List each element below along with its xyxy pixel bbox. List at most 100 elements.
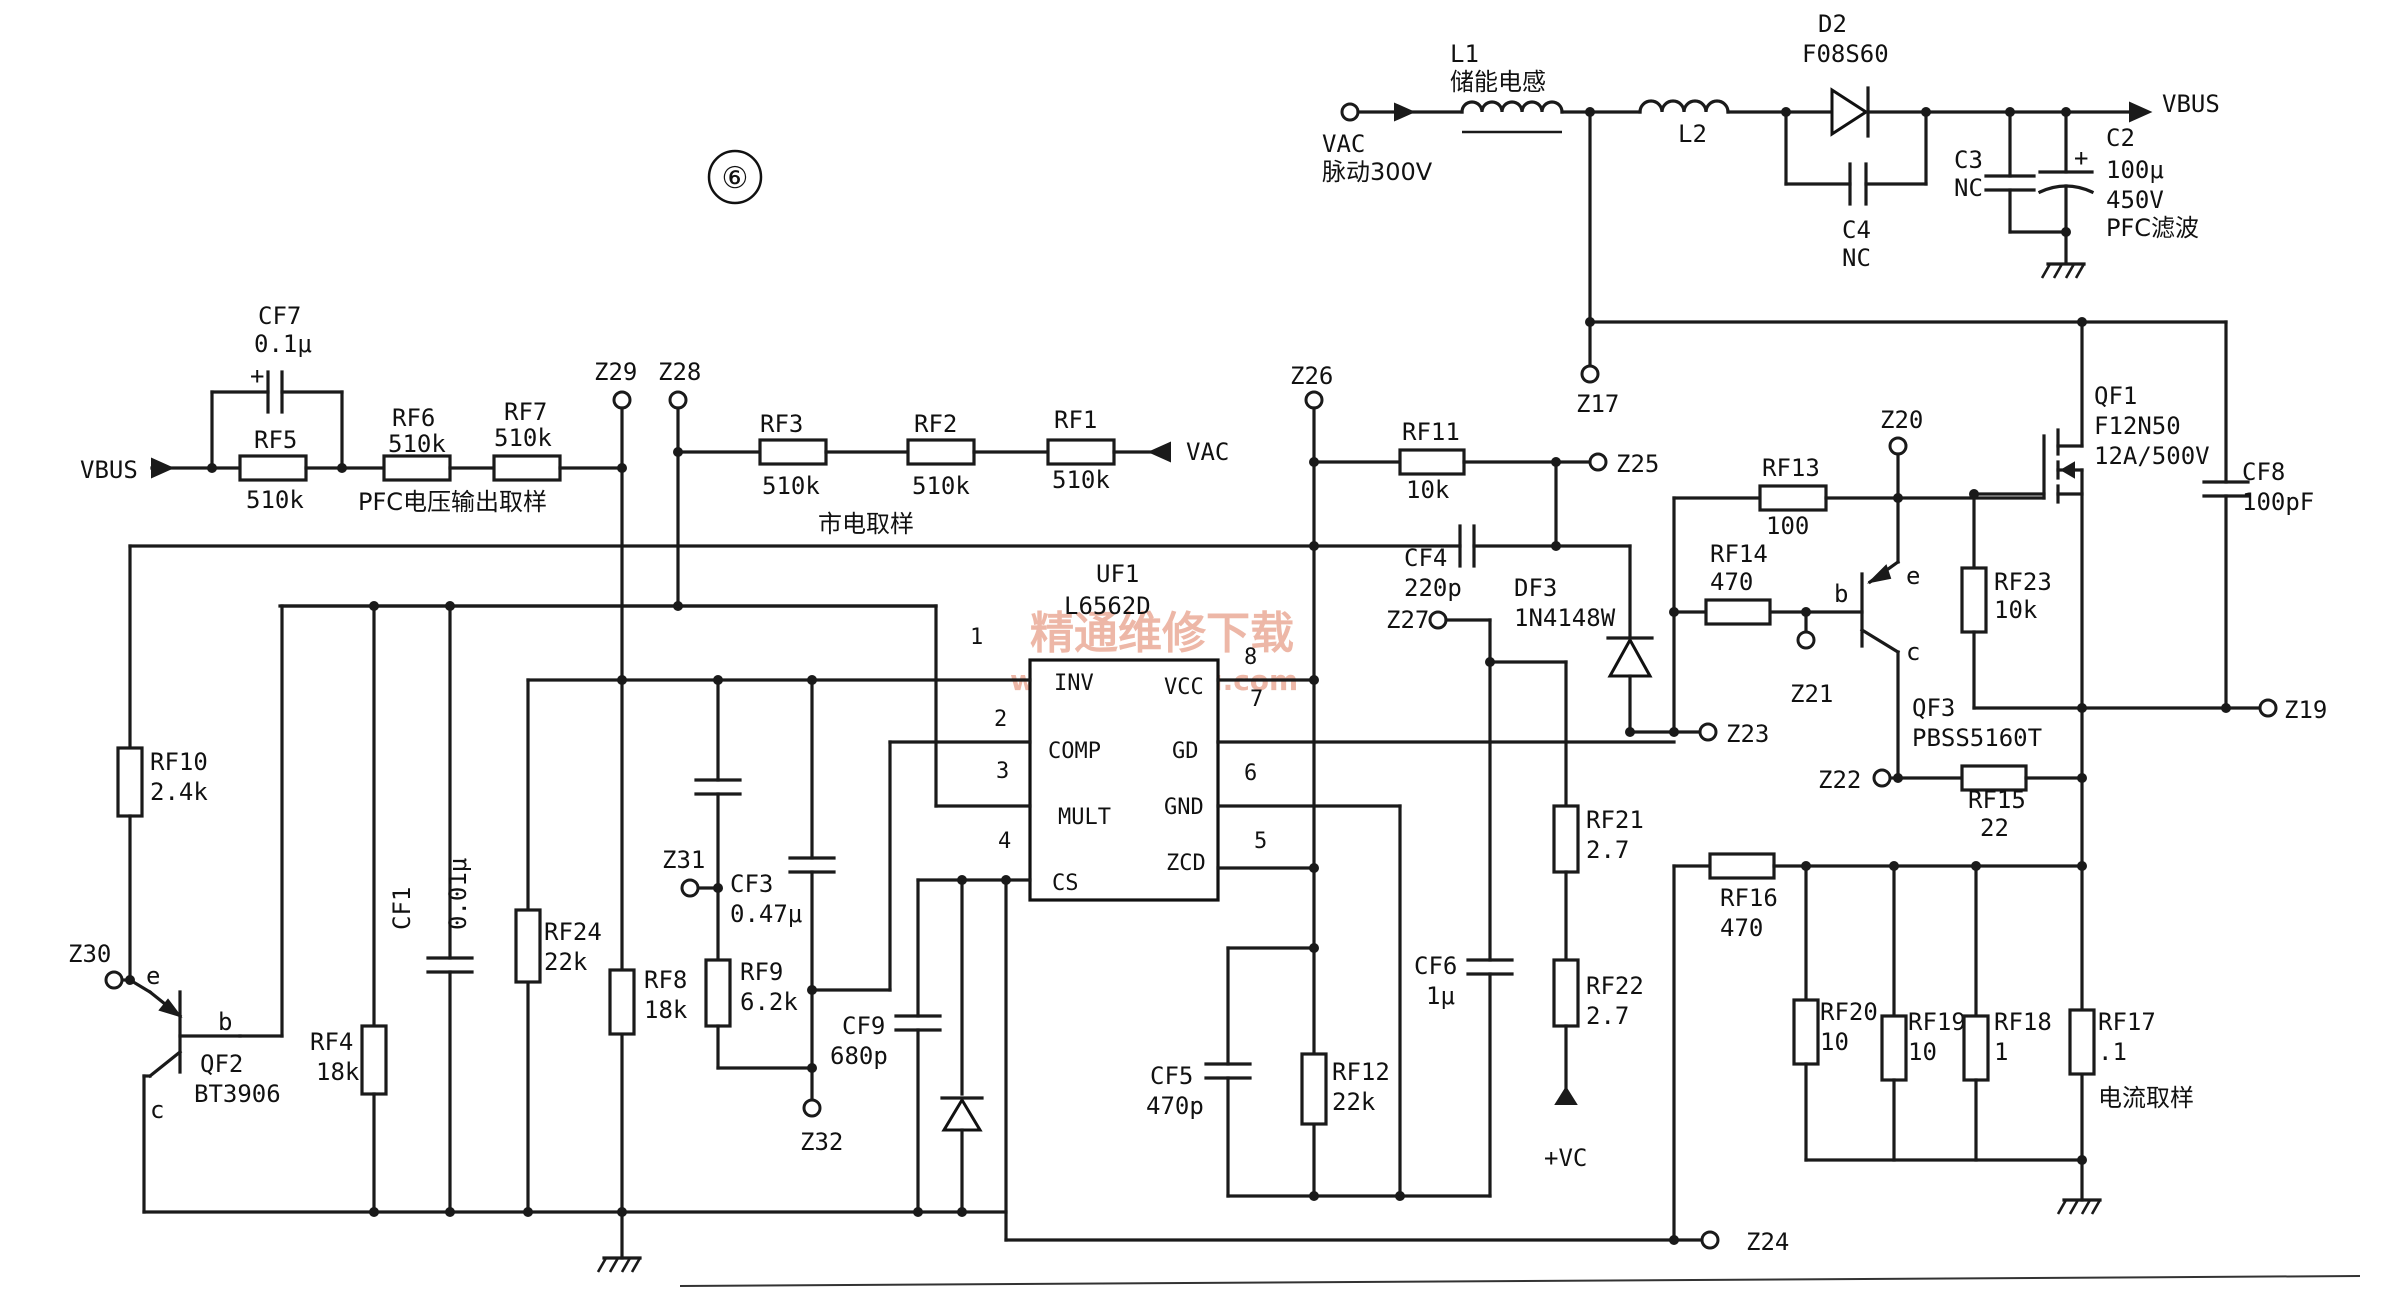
arrow-icon (1147, 441, 1171, 463)
pin-3-name: MULT (1058, 805, 1111, 830)
RF7-value: 510k (494, 424, 552, 452)
Z28-terminal[interactable] (668, 390, 688, 410)
resistor-RF7 (492, 454, 562, 482)
pin-6-name: GND (1164, 795, 1204, 820)
vbus-in-label: VBUS (80, 456, 138, 484)
figure-number-circle (707, 149, 763, 205)
resistor-RF9 (704, 958, 732, 1028)
pin-8-name: VCC (1164, 675, 1204, 700)
Z27-label: Z27 (1386, 606, 1429, 634)
Z22-label: Z22 (1818, 766, 1861, 794)
Z31-terminal[interactable] (680, 878, 700, 898)
RF15-value: 22 (1980, 814, 2009, 842)
RF20-ref: RF20 (1820, 998, 1878, 1026)
resistor-RF1 (1046, 438, 1116, 466)
Z31-label: Z31 (662, 846, 705, 874)
Z26-terminal[interactable] (1304, 390, 1324, 410)
DF3-value: 1N4148W (1514, 604, 1616, 632)
QF3-b: b (1834, 580, 1848, 608)
CF4-value: 220p (1404, 574, 1462, 602)
Z20-terminal[interactable] (1888, 436, 1908, 456)
RF4-value: 18k (316, 1058, 360, 1086)
Z29-terminal[interactable] (612, 390, 632, 410)
mosfet-QF1: QF1 F12N50 12A/500V CF8 100pF Z19 (1969, 320, 2327, 724)
RF2-value: 510k (912, 472, 970, 500)
gate-drive: RF13 100 Z20 e b c RF14 470 Z21 QF3 PBSS… (1669, 406, 2228, 842)
RF4-ref: RF4 (310, 1028, 353, 1056)
CF7-ref: CF7 (258, 302, 301, 330)
RF2-ref: RF2 (914, 410, 957, 438)
Z28-label: Z28 (658, 358, 701, 386)
Z22-terminal[interactable] (1872, 768, 1892, 788)
current-sense-label: 电流取样 (2098, 1084, 2194, 1112)
pin-8-num: 8 (1244, 645, 1257, 670)
RF19-ref: RF19 (1908, 1008, 1966, 1036)
Z24-terminal[interactable] (1700, 1230, 1720, 1250)
resistor-RF19 (1880, 1014, 1908, 1082)
resistor-RF2 (906, 438, 976, 466)
QF3-e: e (1906, 562, 1920, 590)
resistor-RF16 (1708, 852, 1776, 880)
RF1-value: 510k (1052, 466, 1110, 494)
C3-value: NC (1954, 174, 1983, 202)
RF16-ref: RF16 (1720, 884, 1778, 912)
cs-network: CF9 680p Z24 (830, 878, 1789, 1256)
plus-icon: + (2074, 144, 2088, 172)
resistor-RF10 (116, 746, 144, 818)
ic-UF1: UF1 L6562D INV COMP MULT CS ZCD GND GD V… (526, 560, 1676, 1242)
Z17-terminal[interactable] (1580, 364, 1600, 384)
Z24-label: Z24 (1746, 1228, 1789, 1256)
RF18-ref: RF18 (1994, 1008, 2052, 1036)
RF6-ref: RF6 (392, 404, 435, 432)
Z23-label: Z23 (1726, 720, 1769, 748)
Z21-terminal[interactable] (1796, 630, 1816, 650)
mains-sense-label: 市电取样 (818, 510, 914, 538)
CF1-ref: CF1 (388, 887, 416, 930)
Z23-terminal[interactable] (1698, 722, 1718, 742)
vac-in-label: VAC (1186, 438, 1229, 466)
feedback-divider: VBUS RF5 510k + CF7 0.1μ RF6 510k RF7 51… (80, 302, 688, 1273)
RF24-ref: RF24 (544, 918, 602, 946)
RF7-ref: RF7 (504, 398, 547, 426)
ic-body (1028, 658, 1220, 902)
resistor-RF20 (1792, 998, 1820, 1066)
arrow-icon (1394, 102, 1416, 122)
Z26-label: Z26 (1290, 362, 1333, 390)
Z19-terminal[interactable] (2258, 698, 2278, 718)
inductor-L2 (1638, 99, 1730, 114)
pin-4-num: 4 (998, 829, 1011, 854)
pin-7-num: 7 (1250, 687, 1263, 712)
RF5-ref: RF5 (254, 426, 297, 454)
vac-top-terminal[interactable] (1340, 102, 1360, 122)
Z25-terminal[interactable] (1588, 452, 1608, 472)
D2-ref: D2 (1818, 10, 1847, 38)
CF3-value: 0.47μ (730, 900, 802, 928)
RF8-value: 18k (644, 996, 688, 1024)
Z32-terminal[interactable] (802, 1098, 822, 1118)
CF1-value: 0.01μ (444, 858, 472, 930)
RF23-value: 10k (1994, 596, 2038, 624)
diode-D2 (1830, 87, 1869, 137)
resistor-RF12 (1300, 1052, 1328, 1126)
RF14-value: 470 (1710, 568, 1753, 596)
Z30-terminal[interactable] (104, 970, 124, 990)
CF5-ref: CF5 (1150, 1062, 1193, 1090)
QF2-value: BT3906 (194, 1080, 281, 1108)
RF17-ref: RF17 (2098, 1008, 2156, 1036)
Z27-terminal[interactable] (1428, 610, 1448, 630)
page-edge-line (679, 1275, 2361, 1287)
CF3-ref: CF3 (730, 870, 773, 898)
pin-3-num: 3 (996, 759, 1009, 784)
RF18-value: 1 (1994, 1038, 2008, 1066)
resistor-RF11 (1398, 448, 1466, 476)
Z25-label: Z25 (1616, 450, 1659, 478)
resistor-RF24 (514, 908, 542, 984)
RF24-value: 22k (544, 948, 588, 976)
vac-top-label: VAC (1322, 130, 1365, 158)
QF2-e: e (146, 962, 160, 990)
pin-7-name: GD (1172, 739, 1199, 764)
Z30-label: Z30 (68, 940, 111, 968)
RF3-value: 510k (762, 472, 820, 500)
D2-value: F08S60 (1802, 40, 1889, 68)
pin-1-num: 1 (970, 625, 983, 650)
